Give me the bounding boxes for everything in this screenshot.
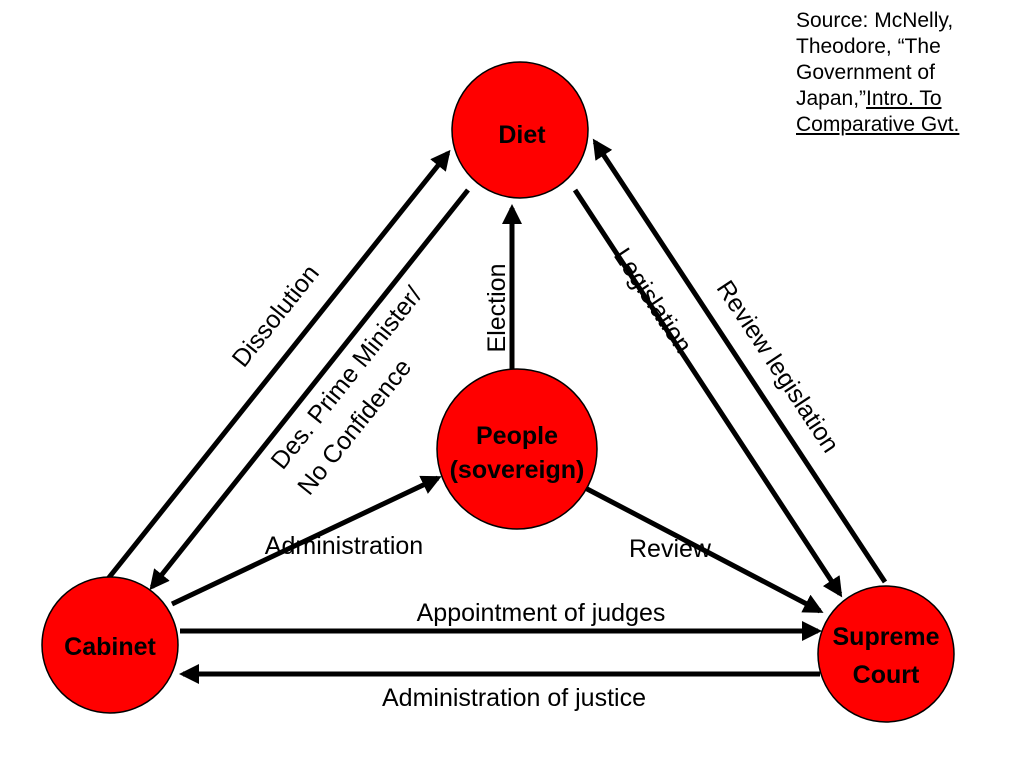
diet-node: Diet <box>451 61 589 199</box>
administration-arrow <box>170 475 442 607</box>
cabinet-label: Cabinet <box>64 633 156 661</box>
source-title-link: Intro. To Comparative Gvt. <box>796 87 960 136</box>
election-label: Election <box>483 264 511 353</box>
no-confidence-arrow <box>149 188 470 591</box>
source-text: Source: McNelly, Theodore, “The Governme… <box>796 9 954 110</box>
legislation-arrow <box>572 188 843 598</box>
supreme-court-label-line1: Supreme <box>833 623 940 651</box>
people-label-line1: People <box>476 422 558 450</box>
dissolution-arrow <box>101 149 451 587</box>
people-label-line2: (sovereign) <box>450 456 585 484</box>
administration-label: Administration <box>265 532 423 560</box>
justice-label: Administration of justice <box>382 684 646 712</box>
cabinet-node: Cabinet <box>41 576 179 714</box>
appointment-label: Appointment of judges <box>417 599 666 627</box>
review-legislation-arrow <box>592 138 888 584</box>
diet-label: Diet <box>498 121 546 149</box>
supreme-court-label-line2: Court <box>853 661 920 689</box>
people-node: People (sovereign) <box>436 368 598 530</box>
legislation-label: Legislation <box>608 243 697 358</box>
review-arrow <box>568 477 824 614</box>
review-label: Review <box>629 535 712 563</box>
supreme-court-node: Supreme Court <box>817 585 955 723</box>
source-citation: Source: McNelly, Theodore, “The Governme… <box>796 8 1011 138</box>
dissolution-label: Dissolution <box>227 259 325 372</box>
